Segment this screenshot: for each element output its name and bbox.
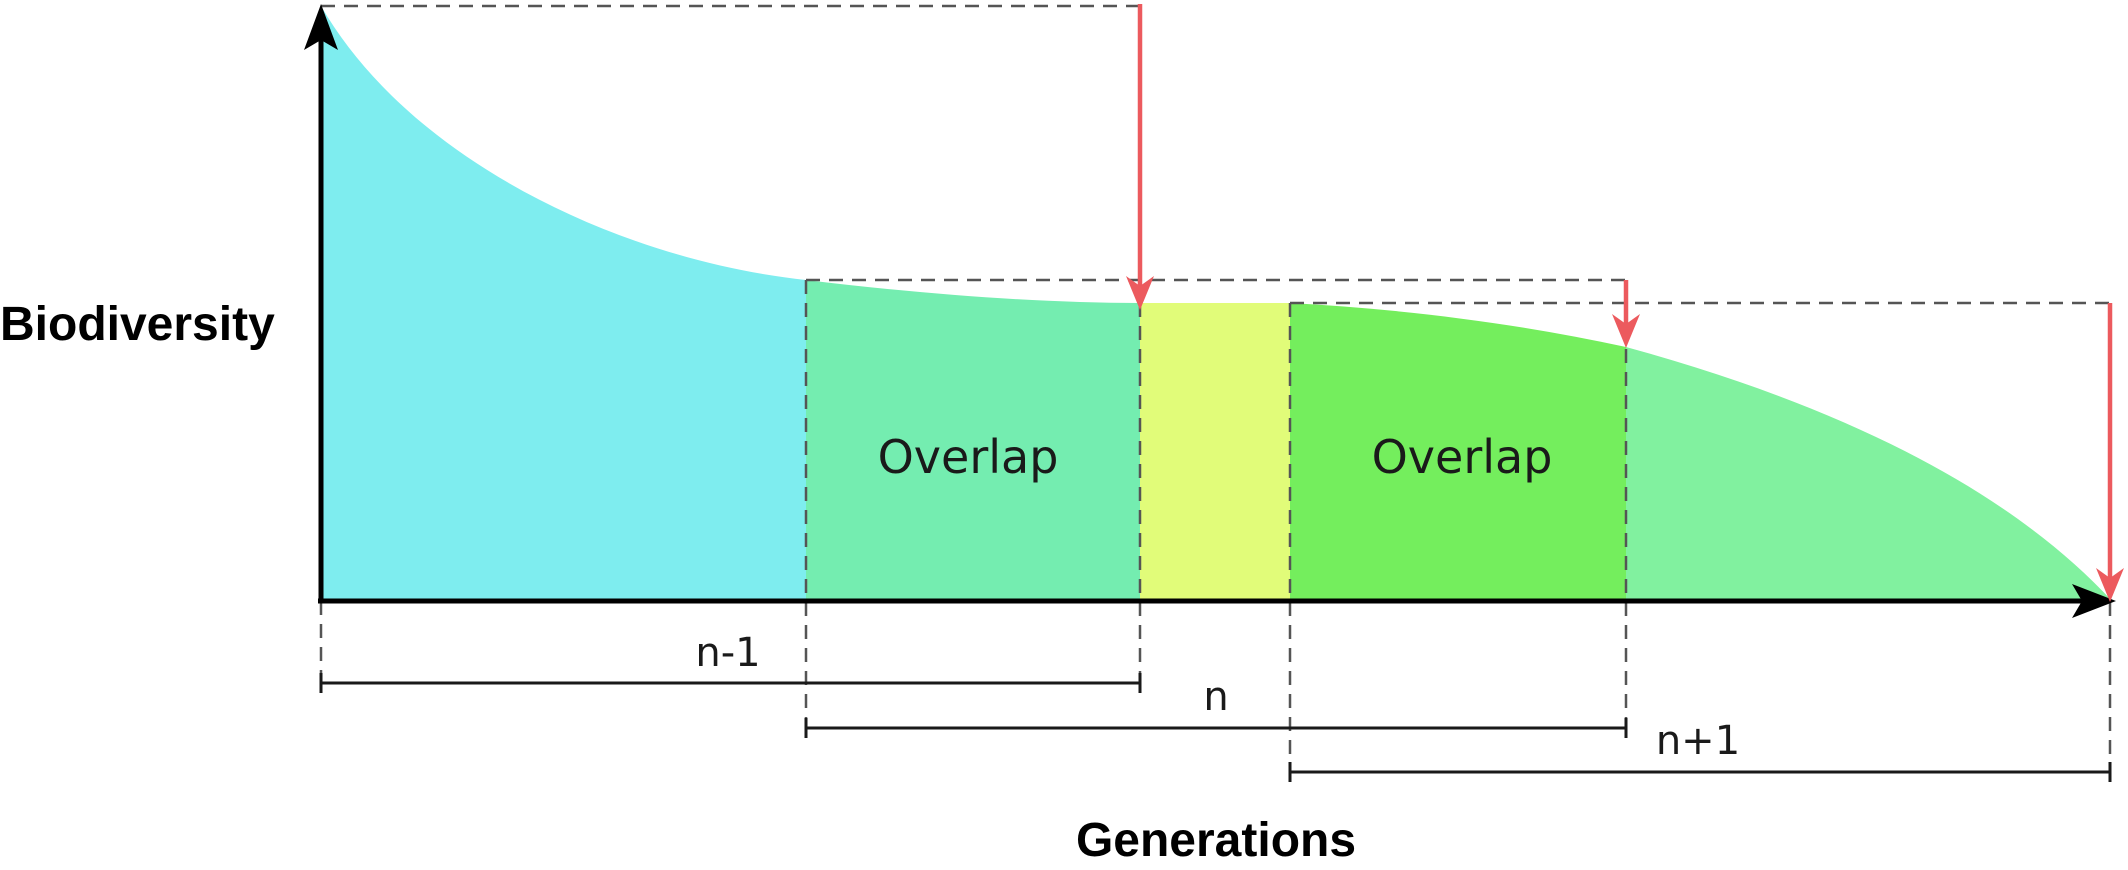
arrow-down-icon bbox=[2096, 568, 2124, 602]
arrow-down-icon bbox=[1612, 314, 1640, 348]
region-overlap-right bbox=[1290, 303, 1626, 601]
arrow-up-icon bbox=[304, 4, 338, 50]
overlap-right-label: Overlap bbox=[1372, 430, 1553, 484]
y-axis-title: Biodiversity bbox=[0, 298, 275, 351]
region-green bbox=[1626, 347, 2112, 601]
overlap-left-label: Overlap bbox=[878, 430, 1059, 484]
dashed-guides bbox=[319, 4, 2112, 780]
red-drop-arrows bbox=[1126, 4, 2124, 602]
span-label-n-plus-1: n+1 bbox=[1656, 718, 1740, 764]
span-label-n: n bbox=[1203, 674, 1228, 720]
axes bbox=[304, 4, 2116, 618]
region-cyan bbox=[321, 6, 806, 601]
span-label-n-minus-1: n-1 bbox=[695, 630, 760, 676]
region-overlap-left bbox=[806, 280, 1140, 601]
arrow-down-icon bbox=[1126, 276, 1154, 310]
region-yellow bbox=[1140, 303, 1290, 601]
span-bars bbox=[319, 673, 2112, 782]
x-axis-title: Generations bbox=[1076, 814, 1356, 867]
arrow-right-icon bbox=[2072, 584, 2116, 618]
